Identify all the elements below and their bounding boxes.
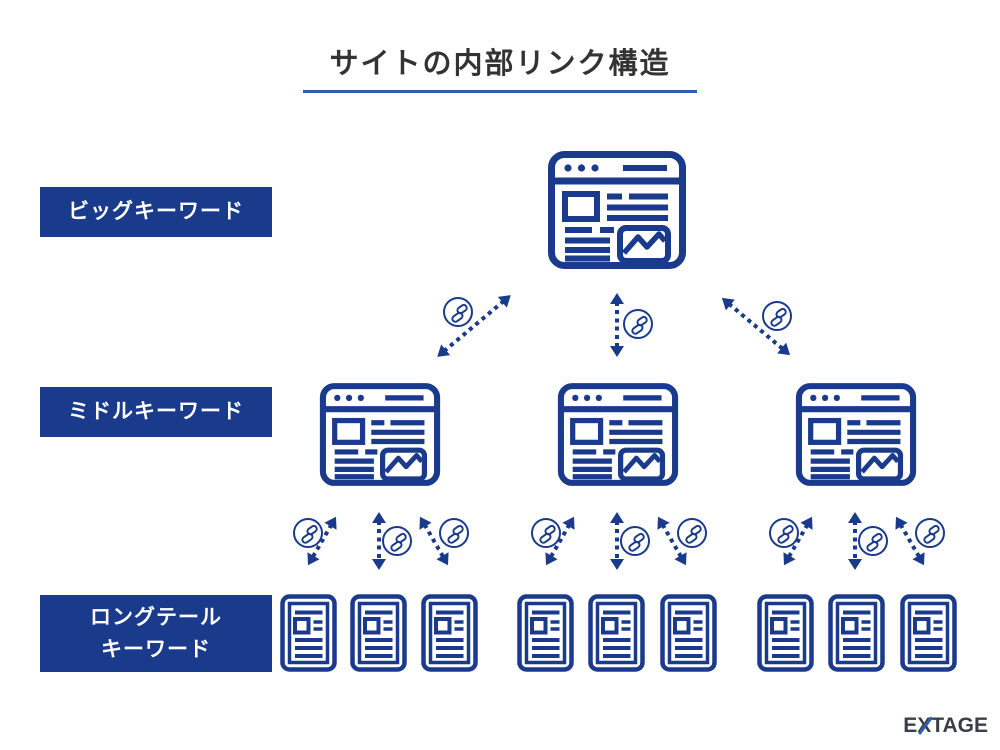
chain-link-icon <box>677 518 707 548</box>
article-page-icon <box>660 594 717 672</box>
level-label-middle-keyword: ミドルキーワード <box>40 387 272 437</box>
link-arrow <box>610 512 624 570</box>
chain-link-icon <box>858 526 888 556</box>
chain-link-icon <box>439 518 469 548</box>
level-label-big-keyword: ビッグキーワード <box>40 187 272 237</box>
article-page-icon <box>757 594 814 672</box>
chain-link-icon <box>293 518 323 548</box>
chain-link-icon <box>915 518 945 548</box>
level-label-text: ロングテール <box>90 604 222 629</box>
level-label-text: ビッグキーワード <box>68 199 244 224</box>
arrow-shaft <box>376 521 382 561</box>
logo-text: TAGE <box>931 714 988 737</box>
level-label-text: ミドルキーワード <box>68 399 244 424</box>
article-page-icon <box>588 594 645 672</box>
article-page-icon <box>517 594 574 672</box>
link-arrow <box>433 290 516 362</box>
browser-page-icon <box>557 382 679 487</box>
chain-link-icon <box>443 297 473 327</box>
title-underline <box>303 90 697 93</box>
link-arrow <box>610 293 624 357</box>
chain-link-icon <box>762 301 792 331</box>
browser-page-icon <box>547 150 687 270</box>
article-page-icon <box>900 594 957 672</box>
article-page-icon <box>350 594 407 672</box>
arrow-shaft <box>852 521 858 561</box>
article-page-icon <box>280 594 337 672</box>
article-page-icon <box>828 594 885 672</box>
chain-link-icon <box>531 518 561 548</box>
browser-page-icon <box>319 382 441 487</box>
arrow-shaft <box>614 521 620 561</box>
chain-glyph <box>620 306 656 342</box>
chain-link-icon <box>769 518 799 548</box>
chain-link-icon <box>620 526 650 556</box>
article-page-icon <box>421 594 478 672</box>
logo-text: E <box>903 714 918 737</box>
level-label-longtail-keyword: ロングテール キーワード <box>40 595 272 672</box>
link-arrow <box>848 512 862 570</box>
level-label-text: キーワード <box>101 636 211 661</box>
extage-logo: EXTAGE <box>903 714 988 738</box>
browser-page-icon <box>795 382 917 487</box>
chain-link-icon <box>382 526 412 556</box>
chain-link-icon <box>623 309 653 339</box>
link-arrow <box>372 512 386 570</box>
diagram-title: サイトの内部リンク構造 <box>329 46 671 80</box>
arrow-shaft <box>614 302 620 348</box>
logo-x-letter: X <box>917 714 932 737</box>
